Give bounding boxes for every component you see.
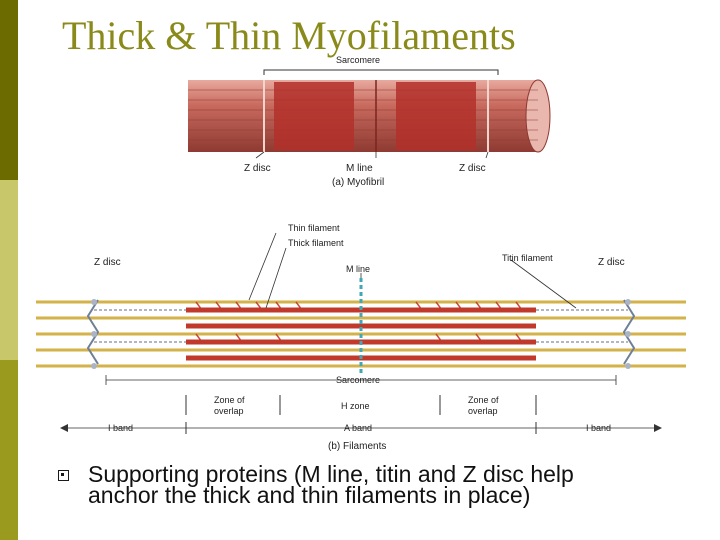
- label-z-disc-bottom-right: Z disc: [598, 257, 625, 268]
- sidebar-block-middle: [0, 180, 18, 360]
- label-a-band: A band: [344, 423, 372, 433]
- label-zone-overlap-left-line1: Zone of: [214, 395, 245, 405]
- filament-illustration: [36, 232, 686, 434]
- label-sarcomere-bottom: Sarcomere: [336, 375, 380, 385]
- label-zone-overlap-right-line1: Zone of: [468, 395, 499, 405]
- label-z-disc-top-right: Z disc: [459, 163, 486, 174]
- label-thick-filament: Thick filament: [288, 238, 344, 248]
- label-m-line-top: M line: [346, 163, 373, 174]
- label-i-band-right: I band: [586, 423, 611, 433]
- label-z-disc-bottom-left: Z disc: [94, 257, 121, 268]
- label-zone-overlap-right-line2: overlap: [468, 406, 498, 416]
- myofibril-cylinder: [188, 80, 538, 152]
- sidebar-block-bottom: [0, 360, 18, 540]
- label-z-disc-top-left: Z disc: [244, 163, 271, 174]
- caption-b: (b) Filaments: [328, 441, 386, 452]
- label-sarcomere-top: Sarcomere: [336, 55, 380, 65]
- label-thin-filament: Thin filament: [288, 223, 340, 233]
- bullet-text: Supporting proteins (M line, titin and Z…: [88, 461, 574, 508]
- myofibril-end: [525, 79, 551, 153]
- myofibril-illustration: [188, 69, 551, 159]
- sidebar-accent: [0, 0, 18, 540]
- label-i-band-left: I band: [108, 423, 133, 433]
- label-titin-filament: Titin filament: [502, 253, 553, 263]
- myofilament-figure: Sarcomere Z disc M line Z disc (a) Myofi…: [36, 55, 686, 452]
- sidebar-block-top: [0, 0, 18, 180]
- label-m-line-bottom: M line: [346, 264, 370, 274]
- caption-a: (a) Myofibril: [332, 177, 384, 188]
- slide-title: Thick & Thin Myofilaments: [62, 13, 516, 58]
- label-zone-overlap-left-line2: overlap: [214, 406, 244, 416]
- label-h-zone: H zone: [341, 401, 370, 411]
- bullet-icon: [58, 470, 69, 481]
